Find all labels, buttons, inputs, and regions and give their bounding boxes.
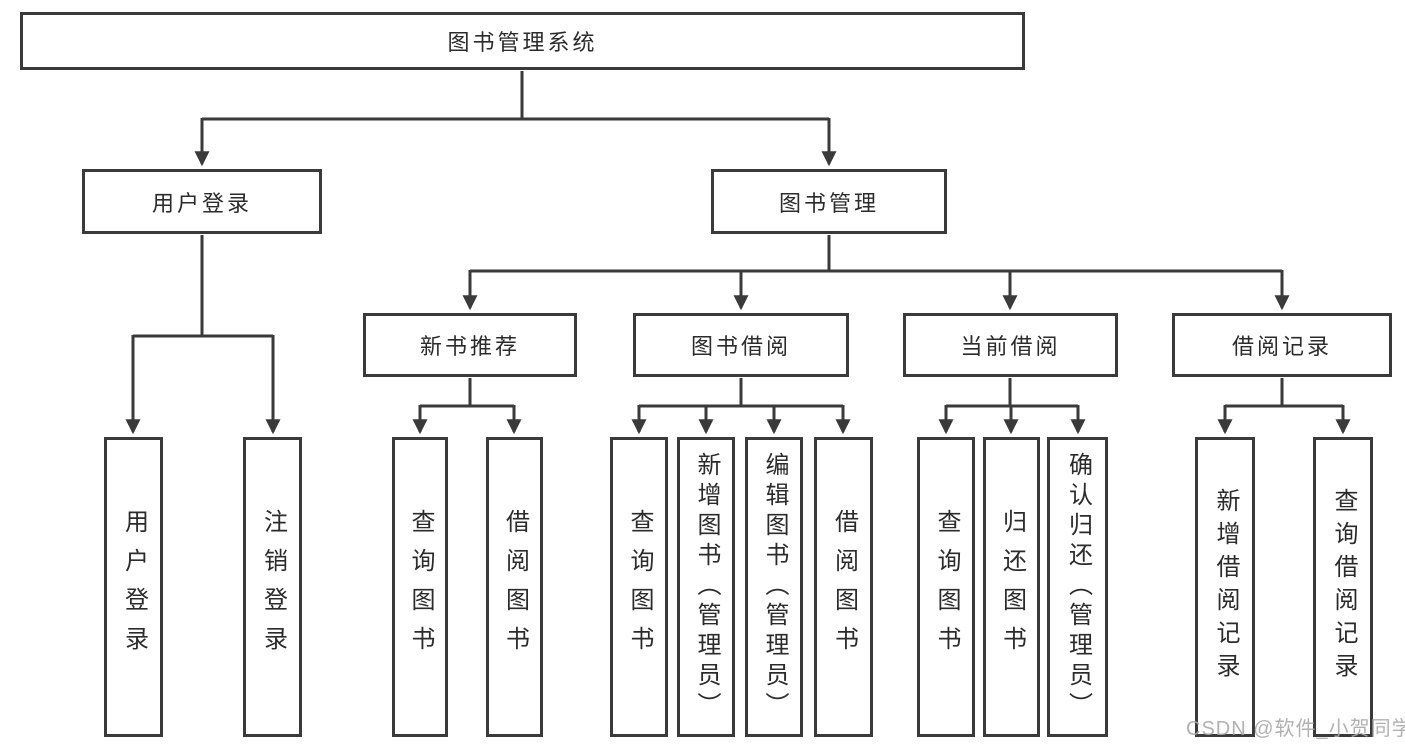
- leaf-borrow-add-admin: 新增图书（管理员）: [677, 437, 735, 737]
- leaf-records-add: 新增借阅记录: [1195, 437, 1255, 737]
- leaf-borrow-edit-admin-label: 编辑图书（管理员）: [761, 452, 788, 722]
- node-root: 图书管理系统: [20, 12, 1025, 70]
- csdn-watermark: CSDN @软件_小贺同学: [1186, 718, 1405, 740]
- node-new-books-label: 新书推荐: [419, 334, 520, 359]
- leaf-records-query: 查询借阅记录: [1313, 437, 1373, 737]
- leaf-current-query-label: 查询图书: [933, 509, 960, 665]
- leaf-current-return: 归还图书: [983, 437, 1040, 737]
- leaf-borrow-borrow: 借阅图书: [814, 437, 873, 737]
- leaf-borrow-query-label: 查询图书: [626, 509, 653, 665]
- leaf-borrow-query: 查询图书: [610, 437, 668, 737]
- leaf-borrow-edit-admin: 编辑图书（管理员）: [745, 437, 803, 737]
- leaf-records-add-label: 新增借阅记录: [1212, 488, 1239, 686]
- leaf-current-query: 查询图书: [917, 437, 975, 737]
- leaf-user-login-label: 用户登录: [120, 509, 148, 665]
- leaf-borrow-borrow-label: 借阅图书: [830, 509, 858, 665]
- node-borrow-records-label: 借阅记录: [1231, 334, 1332, 359]
- leaf-logout: 注销登录: [243, 437, 302, 737]
- node-book-mgmt: 图书管理: [711, 169, 947, 234]
- leaf-logout-label: 注销登录: [259, 509, 287, 665]
- leaf-current-confirm-admin: 确认归还（管理员）: [1047, 437, 1108, 737]
- leaf-newbooks-borrow: 借阅图书: [486, 437, 543, 737]
- leaf-current-return-label: 归还图书: [998, 509, 1026, 665]
- node-current-borrow-label: 当前借阅: [960, 334, 1061, 359]
- leaf-newbooks-query-label: 查询图书: [407, 509, 434, 665]
- node-user-login-label: 用户登录: [151, 190, 252, 216]
- leaf-newbooks-query: 查询图书: [392, 437, 448, 737]
- leaf-borrow-add-admin-label: 新增图书（管理员）: [693, 452, 720, 722]
- node-borrow-records: 借阅记录: [1172, 313, 1392, 377]
- node-user-login: 用户登录: [82, 169, 322, 234]
- node-current-borrow: 当前借阅: [903, 313, 1118, 377]
- leaf-newbooks-borrow-label: 借阅图书: [501, 509, 529, 665]
- node-root-label: 图书管理系统: [447, 30, 598, 55]
- leaf-user-login: 用户登录: [104, 437, 163, 737]
- node-book-borrow: 图书借阅: [633, 313, 849, 377]
- node-new-books: 新书推荐: [363, 313, 577, 377]
- leaf-current-confirm-admin-label: 确认归还（管理员）: [1064, 452, 1092, 722]
- leaf-records-query-label: 查询借阅记录: [1330, 488, 1357, 686]
- node-book-mgmt-label: 图书管理: [778, 190, 879, 216]
- node-book-borrow-label: 图书借阅: [690, 334, 791, 359]
